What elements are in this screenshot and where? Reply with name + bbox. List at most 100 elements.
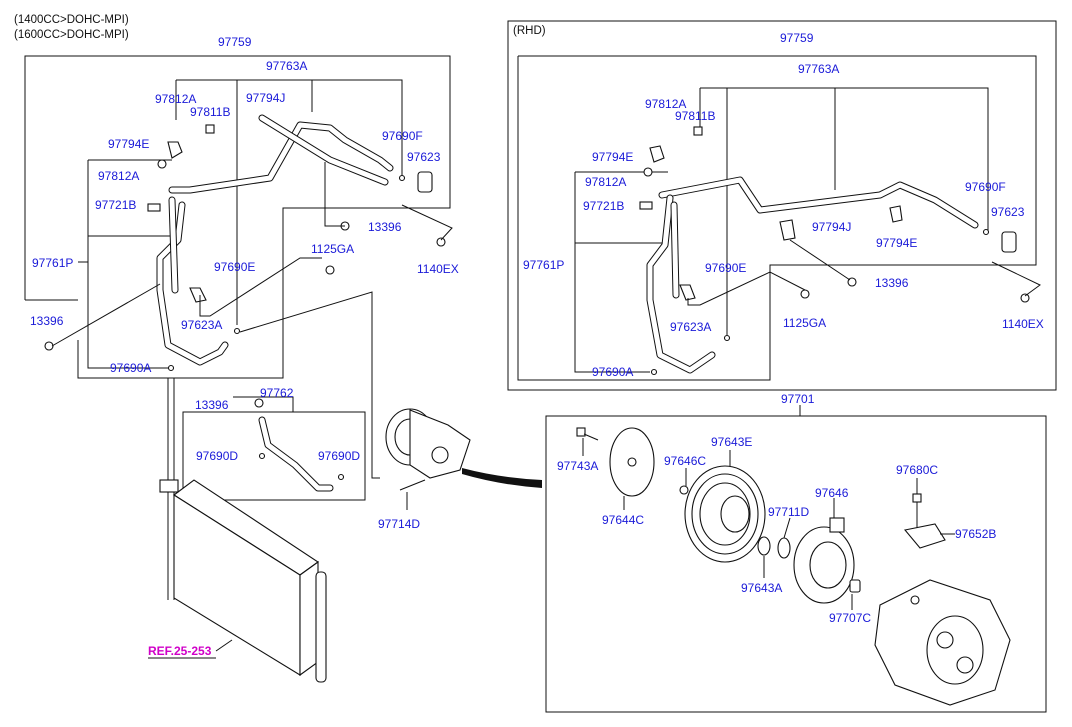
part-97762-label: 97762	[260, 386, 294, 400]
o-ring-icon	[337, 473, 345, 481]
part-97690A-label: 97690A	[592, 365, 633, 379]
part-97690A-label: 97690A	[110, 361, 151, 375]
part-97623-label: 97623	[991, 205, 1025, 219]
bolt-icon	[399, 479, 426, 491]
leader-line	[789, 239, 851, 281]
bolt-icon	[1020, 293, 1030, 303]
hose-97762	[182, 396, 366, 501]
coil-connector-icon	[829, 517, 845, 533]
ref-25-253-link[interactable]: REF.25-253	[148, 644, 212, 658]
leader-line	[51, 283, 161, 347]
part-97759-label: 97759	[218, 35, 252, 49]
bracket-icon	[189, 287, 207, 303]
rhd-label: (RHD)	[513, 25, 546, 37]
part-97794E-label: 97794E	[592, 150, 633, 164]
part-1125GA-label: 1125GA	[783, 316, 826, 330]
receiver-drier-icon	[1001, 231, 1017, 253]
part-97623A-label: 97623A	[181, 318, 222, 332]
part-97690D-label: 97690D	[318, 449, 360, 463]
rhd-97763A-frame	[700, 87, 989, 232]
part-97643E-label: 97643E	[711, 435, 752, 449]
leader-line	[783, 517, 791, 539]
part-97721B-label: 97721B	[95, 198, 136, 212]
part-97812A-label: 97812A	[585, 175, 626, 189]
sensor-cap-icon	[643, 167, 653, 177]
fitting-icon	[159, 479, 179, 493]
part-97761P-label: 97761P	[32, 256, 73, 270]
leader-line	[687, 271, 806, 306]
part-13396-label: 13396	[875, 276, 909, 290]
leader-line	[233, 396, 294, 412]
part-97690F-label: 97690F	[965, 180, 1006, 194]
part-97652B-label: 97652B	[955, 527, 996, 541]
part-97794E-label: 97794E	[108, 137, 149, 151]
compressor-body-icon	[409, 409, 471, 479]
part-97743A-label: 97743A	[557, 459, 598, 473]
part-97721B-label: 97721B	[583, 199, 624, 213]
lhd-97763A-frame	[176, 79, 403, 178]
pressure-switch-icon	[147, 203, 161, 212]
part-97690E-label: 97690E	[214, 260, 255, 274]
clip-icon	[649, 145, 665, 163]
lhd-97761P-frame	[87, 160, 168, 369]
detail-pointer	[462, 468, 542, 488]
part-97812A-label: 97812A	[645, 97, 686, 111]
cap-icon	[693, 126, 703, 136]
snap-ring-icon	[777, 537, 791, 559]
leader-line	[199, 257, 322, 317]
bolt-icon	[325, 265, 335, 275]
o-ring-icon	[167, 364, 175, 372]
part-97690E-label: 97690E	[705, 261, 746, 275]
compressor-small	[385, 408, 471, 510]
part-97794E-label: 97794E	[876, 236, 917, 250]
rhd-97759-frame	[517, 55, 1037, 381]
part-97623A-label: 97623A	[670, 320, 711, 334]
o-ring-icon	[258, 452, 266, 460]
part-97646-label: 97646	[815, 486, 849, 500]
part-97811B-label: 97811B	[190, 105, 230, 119]
part-1140EX-label: 1140EX	[417, 262, 459, 276]
bracket-icon	[903, 523, 946, 549]
part-97643A-label: 97643A	[741, 581, 782, 595]
bolt-icon	[436, 237, 446, 247]
part-97763A-label: 97763A	[266, 59, 307, 73]
condenser	[159, 378, 327, 683]
leader-line	[215, 639, 233, 652]
rhd-box	[507, 20, 1057, 391]
bolt-head-icon	[912, 493, 922, 503]
sensor-cap-icon	[157, 159, 167, 169]
lhd-pipe-assembly	[24, 55, 453, 479]
o-ring-icon	[233, 327, 241, 335]
part-97714D-label: 97714D	[378, 517, 420, 531]
leader-line	[239, 291, 380, 479]
condenser-side-icon	[299, 560, 319, 677]
nut-icon	[44, 341, 54, 351]
shim-icon	[679, 485, 689, 495]
leader-line	[401, 204, 453, 241]
clip-icon	[779, 219, 796, 241]
part-13396-label: 13396	[368, 220, 402, 234]
part-97623-label: 97623	[407, 150, 441, 164]
part-97763A-label: 97763A	[798, 62, 839, 76]
clip-icon	[889, 205, 903, 223]
part-97794J-label: 97794J	[246, 91, 285, 105]
part-97711D-label: 97711D	[768, 505, 809, 519]
part-1140EX-label: 1140EX	[1002, 317, 1044, 331]
part-97690D-label: 97690D	[196, 449, 238, 463]
connector-icon	[849, 579, 861, 593]
part-1125GA-label: 1125GA	[311, 242, 354, 256]
bolt-head-icon	[576, 427, 586, 437]
o-ring-icon	[650, 368, 658, 376]
part-13396-label: 13396	[195, 398, 229, 412]
clip-icon	[167, 141, 183, 159]
receiver-tank-icon	[315, 571, 327, 683]
part-13396-label: 13396	[30, 314, 64, 328]
bolt-icon	[800, 289, 810, 299]
part-97794J-label: 97794J	[812, 220, 851, 234]
part-97680C-label: 97680C	[896, 463, 938, 477]
part-97701-label: 97701	[781, 392, 815, 406]
part-97812A-label: 97812A	[98, 169, 139, 183]
leader-line	[991, 261, 1041, 297]
part-97761P-label: 97761P	[523, 258, 564, 272]
